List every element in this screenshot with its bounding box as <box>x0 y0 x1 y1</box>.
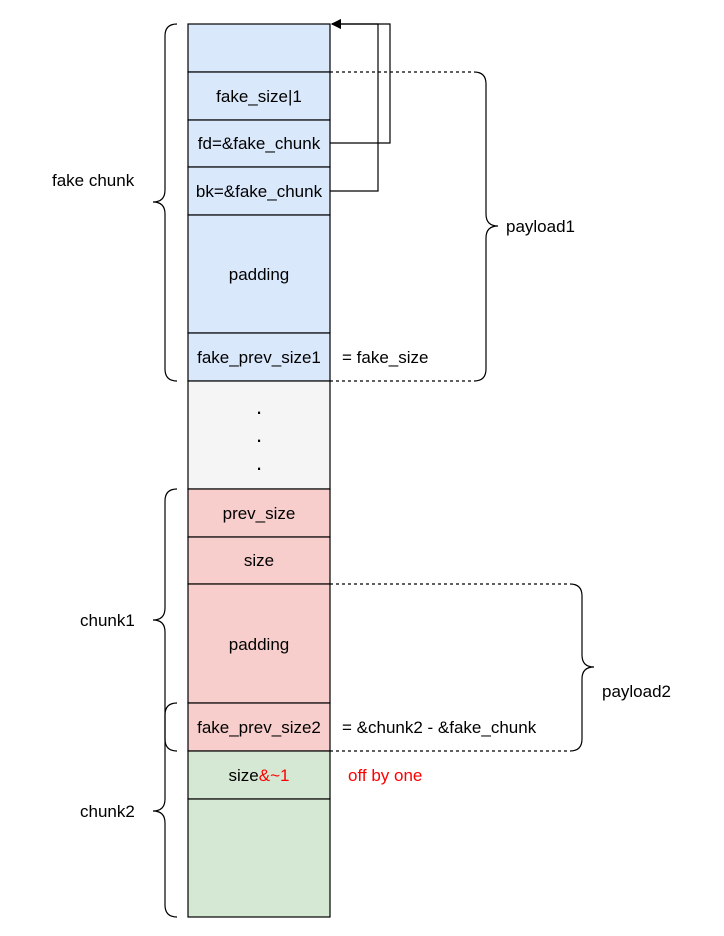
bk-label: bk=&fake_chunk <box>196 182 323 201</box>
fake-prev-size1-label: fake_prev_size1 <box>197 348 321 367</box>
size2-suffix: &~1 <box>259 766 290 785</box>
fake-prev-size2-label: fake_prev_size2 <box>197 718 321 737</box>
chunk2-region: size&~1 <box>187 750 331 918</box>
chunk1-brace <box>152 488 178 752</box>
payload1-label: payload1 <box>506 217 575 236</box>
fd-pointer-arrow <box>330 19 391 144</box>
chunk1-padding-label: padding <box>229 635 290 654</box>
fake-chunk-header-cell <box>187 23 331 73</box>
fake-padding-cell <box>187 214 331 334</box>
chunk1-region: prev_size size padding fake_prev_size2 <box>187 488 331 752</box>
payload2-brace <box>569 583 595 752</box>
prev-size-label: prev_size <box>223 504 296 523</box>
bk-cell <box>187 166 331 216</box>
fake-size-cell <box>187 71 331 121</box>
fake-padding-label: padding <box>229 265 290 284</box>
size2-prefix: size <box>229 766 259 785</box>
ellipsis-dot-3: . <box>256 450 262 475</box>
chunk2-body-cell <box>187 798 331 918</box>
bk-pointer-arrow <box>330 19 379 192</box>
off-by-one-label: off by one <box>348 766 422 785</box>
chunk1-label: chunk1 <box>80 611 135 630</box>
gap-region: . . . <box>187 380 331 490</box>
fd-label: fd=&fake_chunk <box>198 134 321 153</box>
fd-cell <box>187 119 331 168</box>
fake-chunk-brace <box>152 23 178 382</box>
size2-label: size&~1 <box>229 766 290 785</box>
chunk2-brace <box>152 702 178 918</box>
size2-cell <box>187 750 331 800</box>
eq-fake-size-label: = fake_size <box>342 348 428 367</box>
gap-cell <box>187 380 331 490</box>
fake-prev-size2-cell <box>187 702 331 752</box>
payload1-brace <box>473 71 499 382</box>
ellipsis-dot-2: . <box>256 422 262 447</box>
eq-chunk-diff-label: = &chunk2 - &fake_chunk <box>342 718 537 737</box>
chunk2-label: chunk2 <box>80 802 135 821</box>
ellipsis-dot-1: . <box>256 394 262 419</box>
payload2-label: payload2 <box>602 682 671 701</box>
size-cell <box>187 536 331 585</box>
fake-size-label: fake_size|1 <box>216 87 302 106</box>
fake-chunk-label: fake chunk <box>52 171 135 190</box>
fake-chunk-region: fake_size|1 fd=&fake_chunk bk=&fake_chun… <box>187 23 331 382</box>
size-label: size <box>244 551 274 570</box>
